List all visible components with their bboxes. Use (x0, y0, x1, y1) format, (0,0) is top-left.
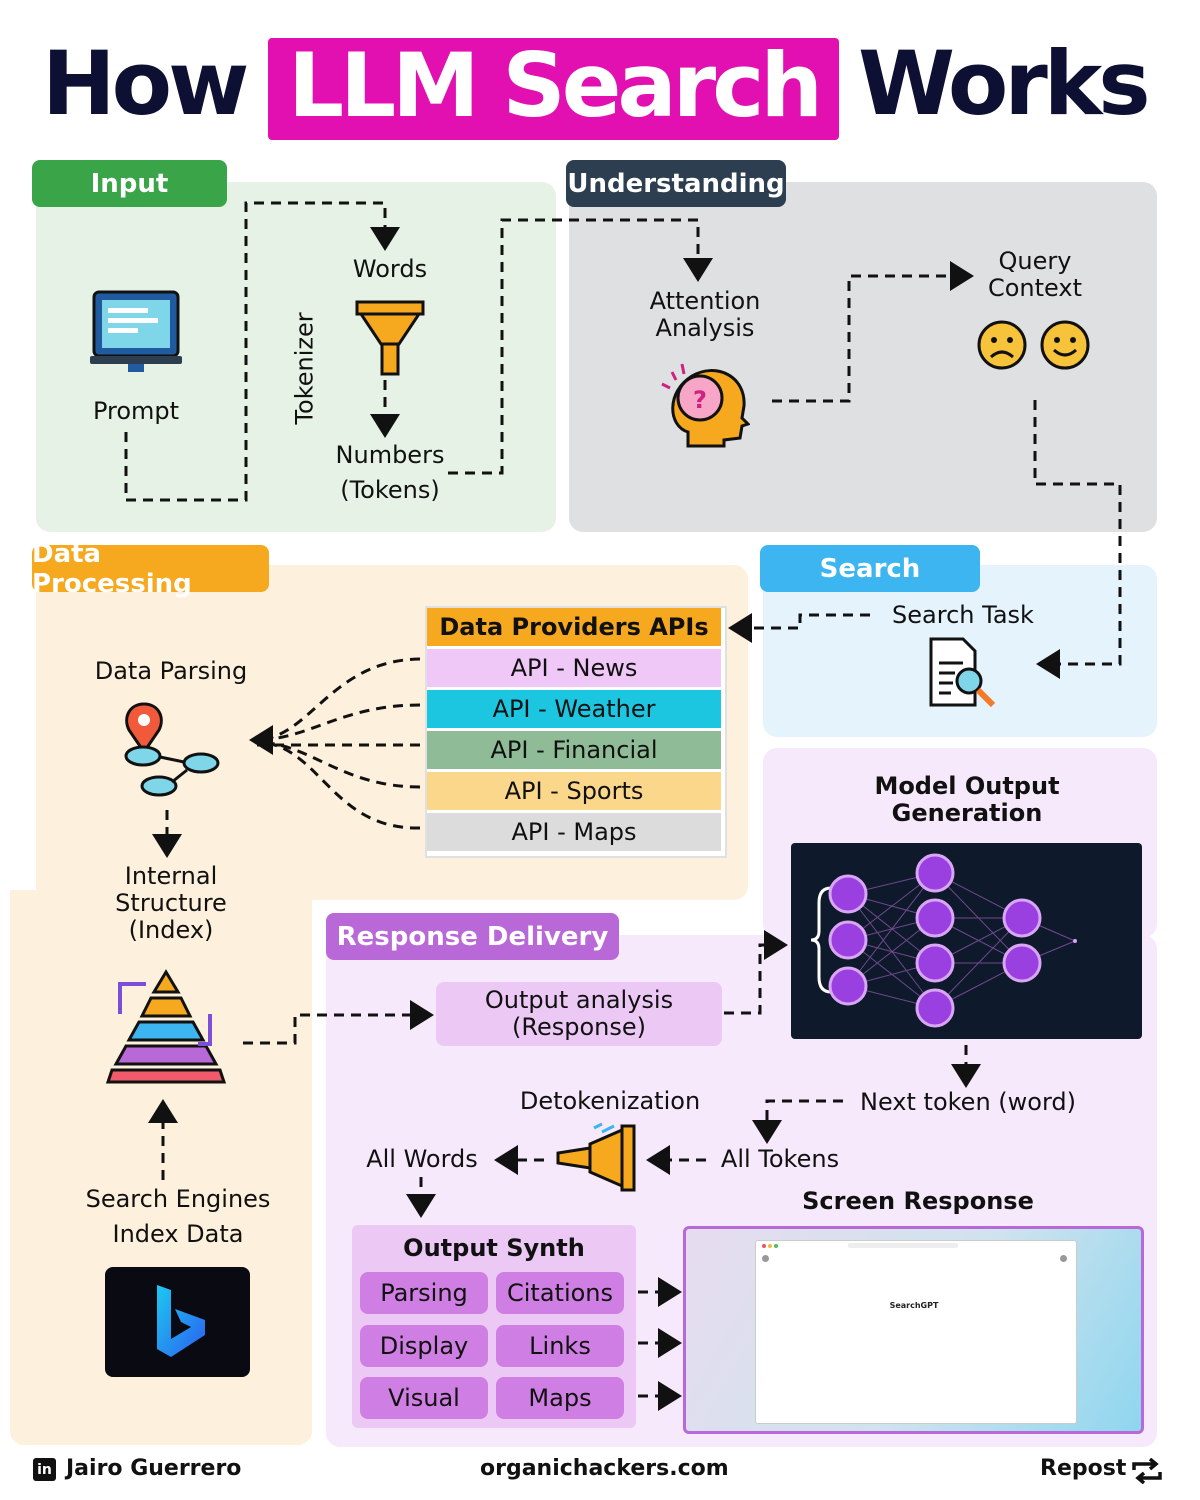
laptop-icon (90, 290, 182, 372)
index-data-label: Index Data (112, 1220, 244, 1248)
analysis-label: Analysis (655, 314, 755, 342)
footer-repost: Repost (1040, 1456, 1127, 1481)
output-analysis-box (436, 982, 722, 1046)
api-row-news: API - News (427, 649, 721, 690)
pyramid-icon (106, 969, 226, 1084)
map-pin-network-icon (124, 702, 220, 797)
title-highlight: LLM Search (268, 38, 840, 140)
tag-understanding: Understanding (566, 160, 786, 207)
data-parsing-label: Data Parsing (94, 657, 248, 685)
window-avatar-icon (1060, 1255, 1067, 1262)
happy-face-icon (1040, 320, 1090, 370)
api-row-weather: API - Weather (427, 690, 721, 731)
footer-author: Jairo Guerrero (66, 1456, 242, 1481)
synth-visual: Visual (360, 1377, 488, 1419)
svg-text:?: ? (693, 386, 707, 414)
all-tokens-label: All Tokens (720, 1145, 840, 1173)
title-works: Works (858, 32, 1151, 135)
index-label: (Index) (128, 916, 214, 944)
words-label: Words (352, 255, 428, 283)
repost-icon (1132, 1458, 1162, 1484)
brain-head-icon: ? (661, 363, 750, 448)
synth-maps: Maps (496, 1377, 624, 1419)
tag-input: Input (32, 160, 227, 207)
output-analysis-label: Output analysis (484, 986, 674, 1014)
api-row-maps: API - Maps (427, 813, 721, 854)
prompt-label: Prompt (92, 397, 180, 425)
funnel-icon (355, 300, 425, 376)
search-engines-label: Search Engines (85, 1185, 271, 1213)
structure-label: Structure (115, 889, 227, 917)
search-task-label: Search Task (892, 601, 1034, 629)
linkedin-icon: in (33, 1458, 56, 1481)
tag-search: Search (760, 545, 980, 592)
neural-network-box (791, 843, 1142, 1039)
tokenizer-label: Tokenizer (290, 312, 319, 425)
api-row-sports: API - Sports (427, 772, 721, 813)
context-label: Context (987, 274, 1083, 302)
next-token-label: Next token (word) (860, 1088, 1076, 1116)
all-words-label: All Words (366, 1145, 478, 1173)
synth-parsing: Parsing (360, 1272, 488, 1314)
bing-logo (105, 1267, 250, 1377)
window-menu-icon (762, 1255, 769, 1262)
screen-response-title: Screen Response (802, 1187, 1034, 1215)
internal-label: Internal (124, 862, 218, 890)
attention-label: Attention (649, 287, 761, 315)
searchgpt-logo-text: SearchGPT (889, 1301, 939, 1310)
window-url-bar (848, 1243, 958, 1248)
document-search-icon (929, 637, 996, 708)
api-table-header: Data Providers APIs (427, 608, 721, 649)
neural-network-icon (810, 853, 1077, 1028)
bing-icon (157, 1285, 205, 1357)
query-label: Query (998, 247, 1072, 275)
title-how: How (42, 32, 249, 135)
api-row-financial: API - Financial (427, 731, 721, 772)
synth-links: Links (496, 1325, 624, 1367)
tag-data-processing: Data Processing (32, 539, 269, 599)
screen-window: SearchGPT (755, 1240, 1077, 1424)
model-title-1: Model Output (874, 772, 1060, 800)
sad-face-icon (977, 320, 1027, 370)
window-controls (762, 1244, 782, 1250)
detokenization-label: Detokenization (519, 1087, 701, 1115)
reverse-funnel-icon (556, 1122, 636, 1192)
tokens-label: (Tokens) (340, 476, 440, 504)
tag-response-delivery: Response Delivery (326, 913, 619, 960)
footer-site: organichackers.com (480, 1456, 729, 1481)
model-title-2: Generation (891, 799, 1043, 827)
synth-citations: Citations (496, 1272, 624, 1314)
output-synth-title: Output Synth (403, 1234, 585, 1262)
numbers-label: Numbers (335, 441, 445, 469)
synth-display: Display (360, 1325, 488, 1367)
output-response-label: (Response) (512, 1013, 646, 1041)
